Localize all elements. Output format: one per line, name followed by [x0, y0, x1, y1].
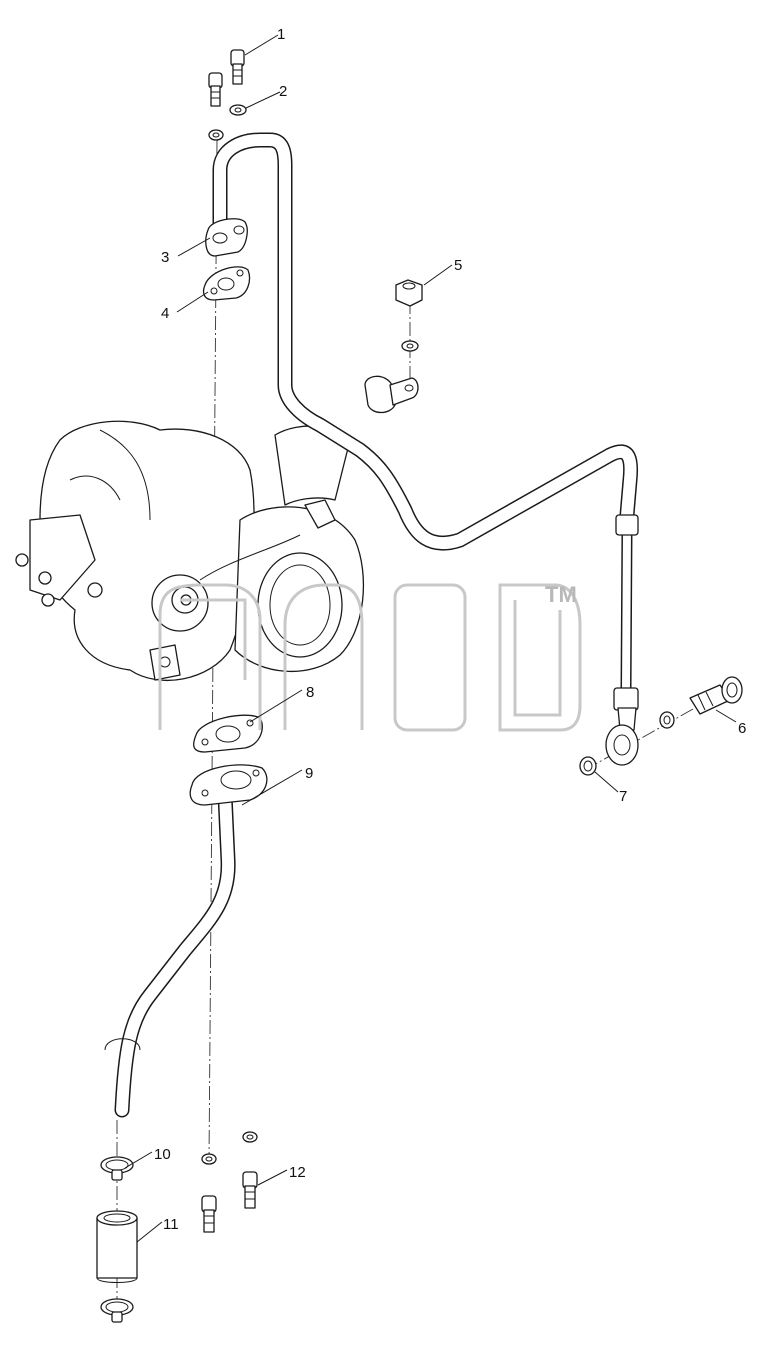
callout-6: 6 [738, 720, 746, 737]
leader-lines [124, 34, 737, 1243]
bolt-1 [230, 49, 245, 85]
callout-labels: 1 2 3 4 5 6 7 8 9 10 11 12 [154, 26, 746, 1233]
pipe-clamp-bracket [364, 375, 419, 414]
banjo-bolt-6 [689, 676, 743, 715]
callout-8: 8 [306, 684, 314, 701]
hose-clamp-10b [100, 1298, 134, 1323]
washer-lower-b [201, 1153, 217, 1165]
callout-9: 9 [305, 765, 313, 782]
sealing-washer-7b [659, 711, 675, 729]
callout-2: 2 [279, 83, 287, 100]
washer-2 [229, 104, 247, 116]
callout-10: 10 [154, 1146, 171, 1163]
callout-5: 5 [454, 257, 462, 274]
washer-lower-a [242, 1131, 258, 1143]
callout-3: 3 [161, 249, 169, 266]
turbocharger-assembly [15, 420, 364, 682]
oil-drain-pipe-9 [104, 764, 268, 1118]
callout-1: 1 [277, 26, 285, 43]
bolt-12b [201, 1195, 217, 1233]
callout-11: 11 [163, 1216, 179, 1233]
nut-5 [395, 279, 423, 307]
trademark-symbol: TM [545, 582, 577, 607]
sealing-washer-7 [579, 756, 597, 776]
watermark-logo: TM [158, 582, 582, 732]
callout-4: 4 [161, 305, 169, 322]
callout-7: 7 [619, 788, 627, 805]
callout-12: 12 [289, 1164, 306, 1181]
bolt-1b [208, 72, 223, 107]
washer-5 [401, 340, 419, 352]
drain-gasket-8 [193, 714, 263, 753]
washer-2b [208, 129, 224, 141]
banjo-fitting [605, 724, 639, 766]
bolt-12 [242, 1171, 258, 1209]
hose-clamp-10 [100, 1156, 134, 1181]
oil-feed-pipe [212, 132, 639, 766]
drain-hose-11 [96, 1210, 138, 1283]
